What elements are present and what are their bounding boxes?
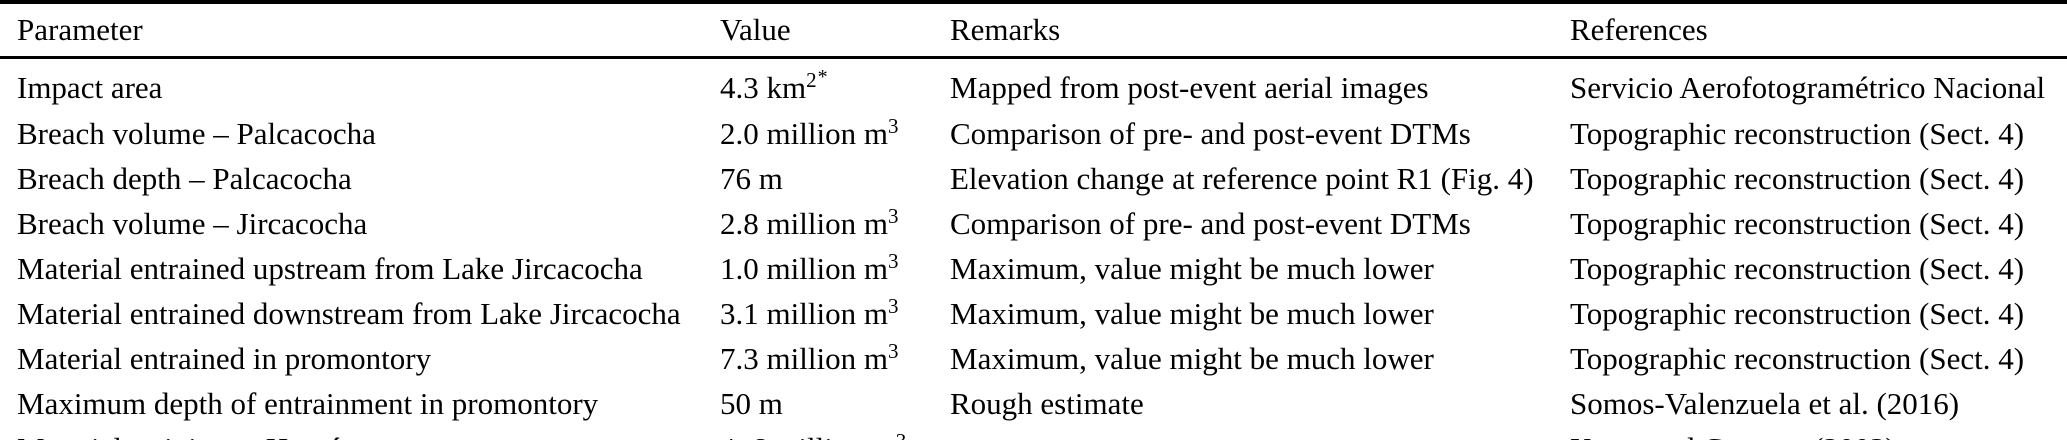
value-text: 3.1 million m xyxy=(720,296,888,331)
value-superscript: 3 xyxy=(887,339,899,363)
value-text: 2.8 million m xyxy=(720,206,888,241)
value-superscript: 3 xyxy=(896,429,907,440)
remarks-cell: Comparison of pre- and post-event DTMs xyxy=(950,206,1471,241)
value-cell: 7.3 million m3 xyxy=(720,338,950,383)
parameter-cell: Impact area xyxy=(17,70,163,105)
value-text: 76 m xyxy=(720,161,783,196)
value-superscript: 3 xyxy=(887,204,899,228)
references-cell: Servicio Aerofotogramétrico Nacional xyxy=(1570,70,2046,105)
value-text: 2.0 million m xyxy=(720,116,888,151)
parameter-cell: Maximum depth of entrainment in promonto… xyxy=(17,386,599,421)
value-text: 4–6 million m xyxy=(720,431,896,440)
references-cell: Topographic reconstruction (Sect. 4) xyxy=(1570,161,2025,196)
parameter-cell: Material entrained upstream from Lake Ji… xyxy=(17,251,643,286)
table-row: Maximum depth of entrainment in promonto… xyxy=(0,383,2067,428)
remarks-cell: Comparison of pre- and post-event DTMs xyxy=(950,116,1471,151)
table-row: Breach depth – Palcacocha 76 m Elevation… xyxy=(0,158,2067,203)
value-superscript: 3 xyxy=(887,114,899,138)
remarks-cell: Maximum, value might be much lower xyxy=(950,296,1434,331)
value-cell: 4.3 km2* xyxy=(720,58,950,114)
table-row: Material entrained in promontory 7.3 mil… xyxy=(0,338,2067,383)
references-cell: Topographic reconstruction (Sect. 4) xyxy=(1570,296,2025,331)
value-cell: 2.0 million m3 xyxy=(720,113,950,158)
parameter-cell: Breach depth – Palcacocha xyxy=(17,161,352,196)
col-header-remarks: Remarks xyxy=(950,2,1570,59)
references-cell: Somos-Valenzuela et al. (2016) xyxy=(1570,386,1960,421)
value-cell: 76 m xyxy=(720,158,950,203)
parameter-cell: Breach volume – Palcacocha xyxy=(17,116,376,151)
table-row: Breach volume – Jircacocha 2.8 million m… xyxy=(0,203,2067,248)
remarks-cell xyxy=(950,428,1570,440)
footnote-asterisk: * xyxy=(817,66,828,88)
table-row: Material entrained downstream from Lake … xyxy=(0,293,2067,338)
col-header-value: Value xyxy=(720,2,950,59)
remarks-cell: Mapped from post-event aerial images xyxy=(950,70,1429,105)
table-row: Material arriving at Huaráz 4–6 million … xyxy=(0,428,2067,440)
parameter-cell: Material entrained in promontory xyxy=(17,341,432,376)
value-superscript: 3 xyxy=(887,294,899,318)
parameter-cell: Material entrained downstream from Lake … xyxy=(17,296,681,331)
header-row: Parameter Value Remarks References xyxy=(0,2,2067,59)
table-row: Breach volume – Palcacocha 2.0 million m… xyxy=(0,113,2067,158)
value-cell: 3.1 million m3 xyxy=(720,293,950,338)
remarks-cell: Maximum, value might be much lower xyxy=(950,251,1434,286)
value-text: 1.0 million m xyxy=(720,251,888,286)
value-cell: 1.0 million m3 xyxy=(720,248,950,293)
value-cell: 4–6 million m3 xyxy=(720,428,950,440)
value-cell: 50 m xyxy=(720,383,950,428)
value-text: 50 m xyxy=(720,386,783,421)
table-header: Parameter Value Remarks References xyxy=(0,2,2067,59)
parameter-cell: Breach volume – Jircacocha xyxy=(17,206,368,241)
references-cell: Topographic reconstruction (Sect. 4) xyxy=(1570,341,2025,376)
col-header-parameter: Parameter xyxy=(0,2,720,59)
parameter-cell: Material arriving at Huaráz xyxy=(0,428,720,440)
references-cell: Topographic reconstruction (Sect. 4) xyxy=(1570,206,2025,241)
references-cell: Kaser and Georges (2003) xyxy=(1570,428,2067,440)
col-header-references: References xyxy=(1570,2,2067,59)
remarks-cell: Maximum, value might be much lower xyxy=(950,341,1434,376)
value-cell: 2.8 million m3 xyxy=(720,203,950,248)
value-superscript: 2 xyxy=(806,68,817,92)
value-superscript: 3 xyxy=(887,249,899,273)
references-cell: Topographic reconstruction (Sect. 4) xyxy=(1570,251,2025,286)
table-body: Impact area 4.3 km2* Mapped from post-ev… xyxy=(0,58,2067,440)
table-row: Material entrained upstream from Lake Ji… xyxy=(0,248,2067,293)
remarks-cell: Rough estimate xyxy=(950,386,1144,421)
value-text: 7.3 million m xyxy=(720,341,888,376)
references-cell: Topographic reconstruction (Sect. 4) xyxy=(1570,116,2025,151)
remarks-cell: Elevation change at reference point R1 (… xyxy=(950,161,1534,196)
table-row: Impact area 4.3 km2* Mapped from post-ev… xyxy=(0,58,2067,114)
value-text: 4.3 km xyxy=(720,70,807,105)
